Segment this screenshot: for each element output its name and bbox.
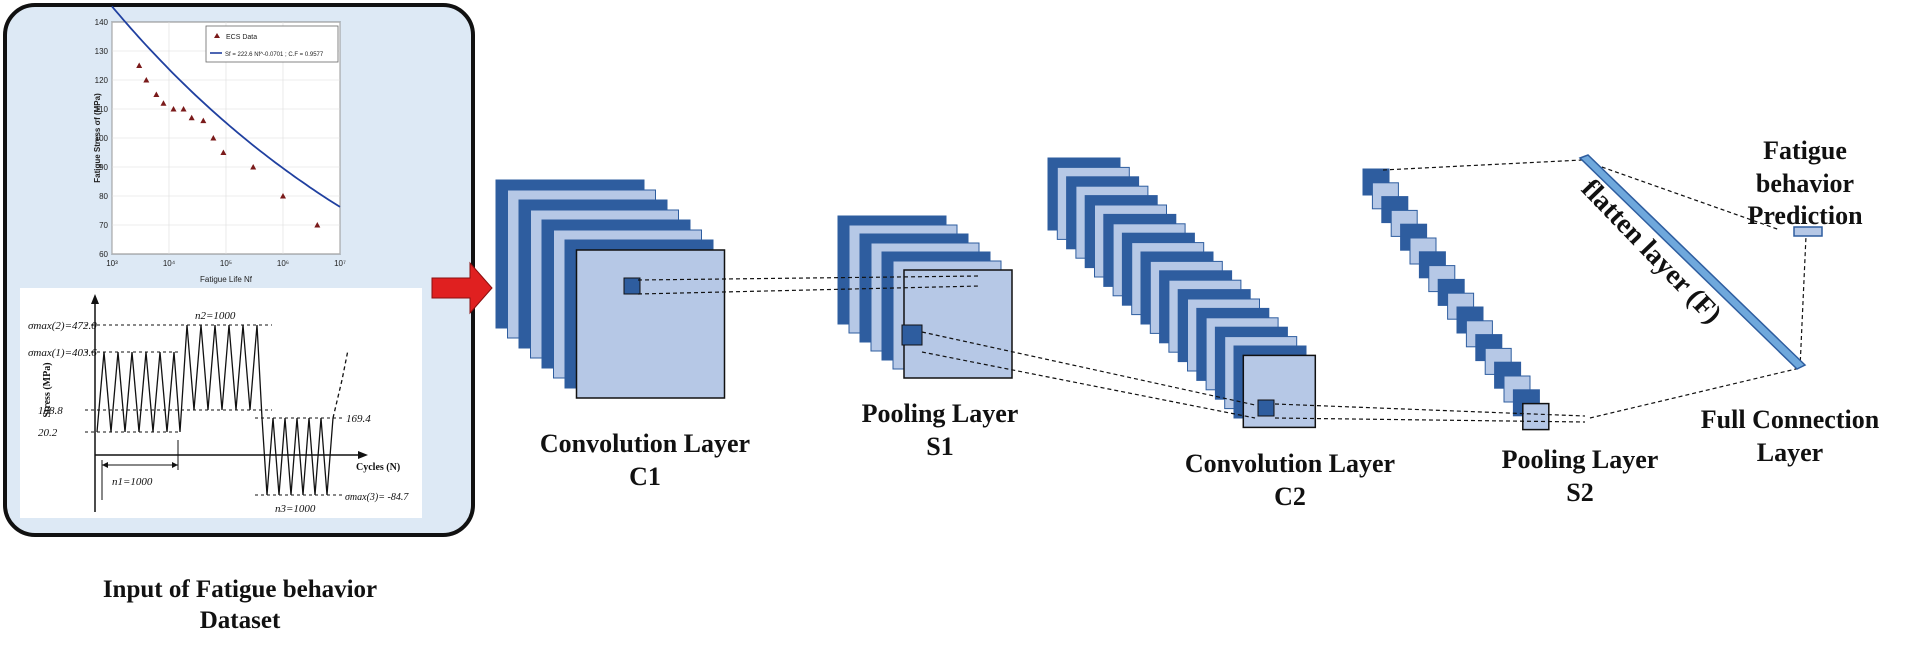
level-smax2: σmax(2)=472.0: [28, 320, 97, 332]
load-waveform: [96, 324, 334, 496]
input-caption-line2: Dataset: [199, 607, 281, 635]
sn-xtick-labels: 10³ 10⁴ 10⁵ 10⁶ 10⁷: [106, 259, 346, 268]
conv2-stack-feature-map: [1242, 354, 1317, 429]
sn-xtick: 10³: [106, 259, 118, 268]
level-smax3: σmax(3)= -84.7: [345, 492, 409, 503]
fc-label-line2: Layer: [1756, 437, 1824, 467]
sn-data-point: [170, 106, 177, 112]
conv1-stack-receptive-field: [623, 277, 641, 295]
conv1-stack-feature-map: [575, 249, 726, 399]
sn-data-point: [153, 91, 160, 97]
loading-history-plot: σmax(2)=472.0 σmax(1)=403.6 188.8 20.2 1…: [20, 288, 422, 518]
sn-ytick-labels: 140 130 120 110 100 90 80 70 60: [95, 18, 109, 259]
level-smax1: σmax(1)=403.6: [28, 347, 97, 359]
pool1-stack: [837, 215, 1013, 379]
x-axis-arrow-icon: [358, 451, 368, 459]
sn-data-point: [250, 164, 257, 170]
flatten-layer: [1578, 154, 1807, 370]
sn-ytick: 90: [99, 163, 108, 172]
output-label-line3: Prediction: [1747, 201, 1863, 230]
sn-legend: ECS Data Sf = 222.6 Nf^-0.0701 ; C.F = 0…: [205, 25, 339, 63]
legend-marker-icon: [214, 33, 220, 38]
sn-data-point: [210, 135, 217, 141]
conv1-label: Convolution Layer C1: [515, 428, 775, 493]
output-label-line2: behavior: [1755, 168, 1855, 198]
conv1-label-line1: Convolution Layer: [539, 429, 751, 458]
layer-stacks: [495, 157, 1550, 431]
sn-legend-fit: Sf = 222.6 Nf^-0.0701 ; C.F = 0.9577: [225, 52, 324, 58]
conv2-stack-receptive-field: [1257, 399, 1275, 417]
sn-ytick: 140: [95, 18, 109, 27]
pool2-stack-feature-map: [1522, 402, 1550, 431]
sn-ytick: 100: [95, 134, 109, 143]
input-caption: Input of Fatigue behavior Dataset: [20, 574, 460, 637]
connection-lines: [637, 159, 1807, 423]
pool1-label-line2: S1: [926, 431, 954, 461]
sn-xlabel: Fatigue Life Nf: [200, 275, 253, 284]
input-caption-line1: Input of Fatigue behavior: [102, 576, 378, 603]
fc-label-line1: Full Connection: [1700, 405, 1880, 434]
sn-grid: [111, 21, 341, 255]
sn-data-point: [136, 62, 143, 68]
sn-ytick: 130: [95, 47, 109, 56]
y-axis-arrow-icon: [91, 294, 99, 304]
sn-data-point: [180, 106, 187, 112]
sn-data-point: [200, 117, 207, 124]
load-xlabel: Cycles (N): [356, 462, 400, 473]
pool1-stack-receptive-field: [901, 324, 923, 346]
load-ylabel: Stress (MPa): [42, 362, 53, 417]
pool1-label: Pooling Layer S1: [840, 398, 1040, 463]
pool2-label-line2: S2: [1566, 477, 1594, 507]
conv2-label-line1: Convolution Layer: [1184, 449, 1396, 478]
sn-data-point: [143, 77, 150, 83]
sn-ylabel: Fatigue Stress σf (MPa): [93, 93, 102, 183]
sn-data-points: [136, 62, 321, 228]
conv1-stack: [495, 179, 726, 399]
fc-label: Full Connection Layer: [1680, 404, 1900, 469]
pool1-label-line1: Pooling Layer: [861, 399, 1019, 428]
sn-xtick: 10⁵: [220, 259, 232, 268]
sn-data-point: [160, 100, 167, 106]
sn-xtick: 10⁶: [277, 259, 289, 268]
sn-ytick: 80: [99, 192, 108, 201]
block-n2: n2=1000: [195, 310, 236, 322]
pool2-label: Pooling Layer S2: [1480, 444, 1680, 509]
pool1-stack-feature-map: [903, 269, 1013, 379]
sn-legend-data: ECS Data: [226, 34, 257, 41]
block-n1: n1=1000: [112, 476, 153, 488]
output-label: Fatigue behavior Prediction: [1730, 135, 1880, 233]
sn-data-point: [280, 193, 286, 199]
sn-data-point: [314, 222, 321, 228]
pool2-stack: [1362, 168, 1550, 431]
level-169: 169.4: [346, 413, 371, 425]
sn-xtick: 10⁴: [163, 259, 176, 268]
pool2-label-line1: Pooling Layer: [1501, 445, 1659, 474]
level-188: 188.8: [38, 405, 63, 417]
sn-fit-curve: [111, 5, 341, 208]
sn-ytick: 110: [95, 105, 108, 114]
conv1-label-line2: C1: [629, 461, 661, 491]
sn-ytick: 70: [99, 221, 108, 230]
conv2-label-line2: C2: [1274, 481, 1306, 511]
output-node: [1793, 226, 1823, 237]
output-label-line1: Fatigue: [1763, 136, 1847, 165]
conv2-stack: [1047, 157, 1317, 429]
input-arrow-icon: [431, 261, 493, 315]
sn-ytick: 120: [95, 76, 109, 85]
sn-ytick: 60: [99, 250, 108, 259]
block-n3: n3=1000: [275, 503, 316, 515]
sn-xtick: 10⁷: [334, 259, 346, 268]
sn-data-point: [220, 149, 227, 155]
conv2-label: Convolution Layer C2: [1160, 448, 1420, 513]
level-20: 20.2: [38, 427, 58, 439]
flatten-label: flatten layer (F): [1575, 173, 1728, 330]
sn-data-point: [188, 114, 195, 121]
